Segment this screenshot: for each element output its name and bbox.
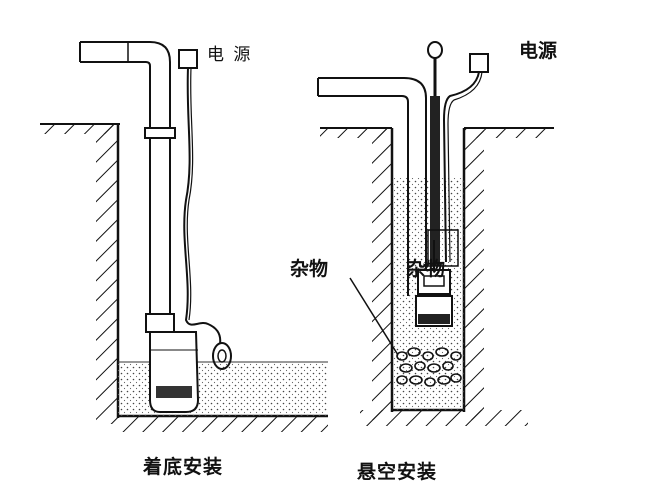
right-pit-wall-left <box>372 128 394 420</box>
left-bottom-installation <box>40 41 328 432</box>
right-debris-pile <box>396 347 462 387</box>
debris-label: 杂物 <box>290 258 329 280</box>
suspension-ring-icon <box>427 41 443 96</box>
debris-leader-line <box>349 277 399 356</box>
left-pit-wall-left <box>96 124 120 424</box>
left-pit-floor <box>118 414 328 432</box>
left-power-cable <box>178 49 222 345</box>
right-discharge-pipe <box>317 77 440 296</box>
right-pump <box>415 229 459 327</box>
caption-bottom-install: 着底安装 <box>143 456 224 478</box>
right-power-cable <box>442 53 489 263</box>
left-pump <box>145 313 232 413</box>
right-suspended-installation <box>317 41 554 426</box>
right-pit-floor <box>360 408 528 426</box>
power-source-label-right: 电源 <box>519 40 558 62</box>
debris-label-inside-pit: 杂物 <box>407 258 446 280</box>
right-pit-wall-right <box>462 128 484 420</box>
caption-suspended-install: 悬空安装 <box>357 461 438 483</box>
left-discharge-pipe <box>79 41 176 318</box>
power-source-label-left: 电 源 <box>207 45 253 65</box>
